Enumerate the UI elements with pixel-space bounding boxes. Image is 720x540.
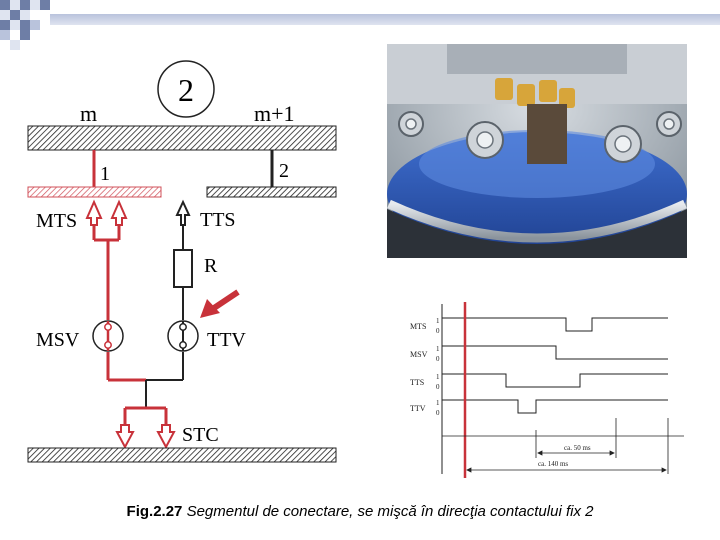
segment-bar — [27, 125, 337, 151]
timing-level-low: 0 — [436, 409, 440, 417]
mts-label: MTS — [36, 210, 77, 232]
contact-1-label: 1 — [100, 163, 110, 185]
tap-changer-photo — [387, 44, 687, 258]
timing-level-low: 0 — [436, 383, 440, 391]
resistor-label: R — [204, 255, 218, 277]
dim-ca140 — [466, 418, 669, 474]
timing-row-label: TTS — [410, 378, 424, 387]
ground-bar — [27, 447, 337, 463]
dim-ca140-label: ca. 140 ms — [538, 460, 568, 468]
ttv-wiring — [145, 225, 184, 408]
dim-ca50 — [535, 418, 617, 458]
timing-waveforms — [442, 317, 668, 414]
circle-label: 2 — [178, 72, 194, 108]
msv-wiring — [92, 225, 146, 382]
stc-label: STC — [182, 424, 219, 446]
ttv-label: TTV — [207, 329, 246, 351]
timing-level-high: 1 — [436, 399, 440, 407]
timing-level-high: 1 — [436, 317, 440, 325]
stc-wiring — [123, 406, 168, 425]
segment-m-label: m — [80, 101, 97, 126]
figure-text: Segmentul de conectare, se mişcă în dire… — [182, 503, 594, 520]
circuit-diagram: 2 m m+1 1 2 MTS TTS R MSV — [27, 60, 337, 463]
mts-arrows — [85, 199, 128, 226]
msv-label: MSV — [36, 329, 80, 351]
resistor-r — [173, 249, 193, 288]
fixed-contact-2 — [206, 186, 337, 198]
segment-circle — [157, 60, 215, 118]
dim-ca50-label: ca. 50 ms — [564, 444, 591, 452]
tts-label: TTS — [200, 209, 236, 231]
stc-arrows — [115, 424, 176, 450]
contact-2-label: 2 — [279, 160, 289, 182]
timing-diagram: MTS MSV TTS TTV 1 0 1 0 1 0 1 0 ca. 50 m… — [410, 302, 684, 478]
timing-level-low: 0 — [436, 327, 440, 335]
timing-row-label: MTS — [410, 322, 426, 331]
top-rule — [50, 14, 720, 25]
tts-arrow — [175, 199, 191, 226]
fixed-contact-1 — [27, 186, 162, 198]
timing-level-low: 0 — [436, 355, 440, 363]
timing-level-high: 1 — [436, 345, 440, 353]
segment-m1-label: m+1 — [254, 101, 295, 126]
timing-level-high: 1 — [436, 373, 440, 381]
figure-number: Fig.2.27 — [126, 503, 183, 520]
timing-row-label: TTV — [410, 404, 426, 413]
timing-row-label: MSV — [410, 350, 428, 359]
figure-caption: Fig.2.27 Segmentul de conectare, se mişc… — [0, 503, 720, 520]
pointer-arrow — [200, 289, 240, 318]
